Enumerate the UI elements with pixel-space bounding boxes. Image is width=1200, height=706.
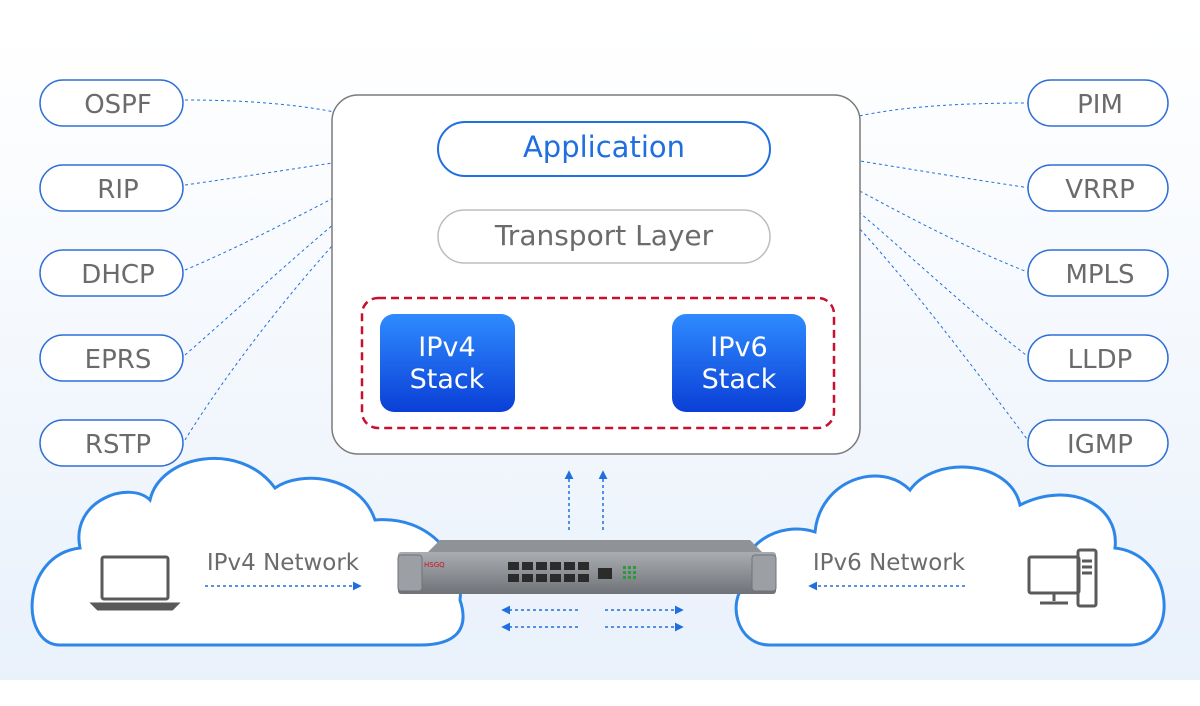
protocol-label: VRRP (1065, 175, 1135, 205)
ip-stack-group (360, 296, 836, 430)
protocol-pill: PIM (1027, 79, 1169, 127)
application-label: Application (523, 130, 685, 164)
protocol-label: PIM (1077, 90, 1123, 120)
protocol-pill: MPLS (1027, 249, 1169, 297)
network-switch: HSGQ (397, 540, 777, 594)
device-ports (508, 562, 612, 582)
ipv6-stack-label-line2: Stack (702, 364, 777, 395)
protocol-pill: IGMP (1027, 419, 1169, 467)
ipv6-stack-label-line1: IPv6 (710, 332, 767, 363)
device-brand: HSGQ (424, 561, 445, 569)
protocol-pill: RIP (39, 164, 184, 212)
network-flow-arrows (205, 581, 965, 632)
transport-label: Transport Layer (494, 219, 714, 252)
ipv4-stack-label-line1: IPv4 (418, 332, 475, 363)
left-protocol-pills: OSPF RIP DHCP EPRS RSTP (39, 79, 184, 467)
protocol-pill: LLDP (1027, 334, 1169, 382)
ipv4-network-label: IPv4 Network (207, 550, 360, 576)
transport-pill (437, 209, 771, 264)
protocol-label: EPRS (85, 345, 152, 375)
protocol-pill: RSTP (39, 419, 184, 467)
protocol-label: DHCP (81, 260, 154, 290)
application-pill (437, 121, 771, 177)
upward-arrows (564, 470, 608, 530)
protocol-pill: EPRS (39, 334, 184, 382)
ipv6-network-label: IPv6 Network (813, 550, 966, 576)
device-leds (623, 566, 636, 579)
protocol-label: RSTP (85, 430, 151, 460)
laptop-icon (89, 555, 181, 611)
ipv4-stack-label-line2: Stack (410, 364, 485, 395)
protocol-pill: OSPF (39, 79, 184, 127)
ipv4-stack-box (380, 314, 515, 412)
right-protocol-pills: PIM VRRP MPLS LLDP IGMP (1027, 79, 1169, 467)
protocol-label: LLDP (1068, 345, 1133, 375)
protocol-label: IGMP (1067, 430, 1133, 460)
ipv6-stack-box (672, 314, 806, 412)
protocol-pill: DHCP (39, 249, 184, 297)
desktop-icon (1027, 548, 1098, 608)
protocol-label: OSPF (84, 90, 152, 120)
protocol-pill: VRRP (1027, 164, 1169, 212)
protocol-label: RIP (97, 175, 138, 205)
protocol-label: MPLS (1065, 260, 1134, 290)
